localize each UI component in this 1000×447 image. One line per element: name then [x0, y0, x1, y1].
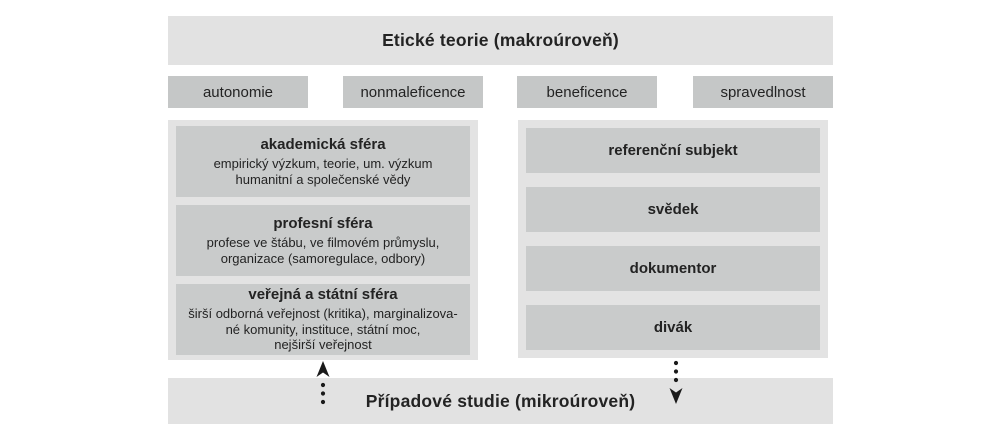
sphere-line: empirický výzkum, teorie, um. výzkum — [213, 156, 433, 171]
dotted-arrow-down-icon — [669, 360, 683, 404]
macro-level-banner: Etické teorie (makroúroveň) — [168, 16, 833, 65]
macro-level-title: Etické teorie (makroúroveň) — [382, 30, 619, 50]
sphere-line: nejširší veřejnost — [274, 337, 372, 353]
dotted-arrow-up-icon — [316, 361, 330, 405]
micro-level-banner: Případové studie (mikroúroveň) — [168, 378, 833, 424]
sphere-title: akademická sféra — [260, 136, 386, 153]
sphere-line: širší odborná veřejnost (kritika), margi… — [188, 306, 458, 322]
principle-box-nonmaleficence: nonmaleficence — [343, 76, 483, 108]
principle-box-autonomie: autonomie — [168, 76, 308, 108]
sphere-line: profese ve štábu, ve filmovém průmyslu, — [206, 235, 440, 250]
principle-box-beneficence: beneficence — [517, 76, 657, 108]
roles-panel: referenční subjekt svědek dokumentor div… — [518, 120, 828, 358]
role-box-divak: divák — [526, 305, 820, 350]
sphere-title: profesní sféra — [273, 215, 373, 232]
sphere-line: humanitní a společenské vědy — [235, 171, 411, 187]
role-box-dokumentor: dokumentor — [526, 246, 820, 291]
micro-level-title: Případové studie (mikroúroveň) — [365, 390, 636, 411]
sphere-box-profesni: profesní sféra profese ve štábu, ve film… — [176, 205, 470, 276]
sphere-box-akademicka: akademická sféra empirický výzkum, teori… — [176, 126, 470, 197]
sphere-title: veřejná a státní sféra — [248, 286, 398, 304]
role-box-svedek: svědek — [526, 187, 820, 232]
sphere-line: organizace (samoregulace, odbory) — [220, 250, 426, 266]
sphere-box-verejna-statni: veřejná a státní sféra širší odborná veř… — [176, 284, 470, 355]
spheres-panel: akademická sféra empirický výzkum, teori… — [168, 120, 478, 360]
role-box-referencni-subjekt: referenční subjekt — [526, 128, 820, 173]
sphere-line: né komunity, instituce, státní moc, — [225, 321, 421, 337]
principle-box-spravedlnost: spravedlnost — [693, 76, 833, 108]
